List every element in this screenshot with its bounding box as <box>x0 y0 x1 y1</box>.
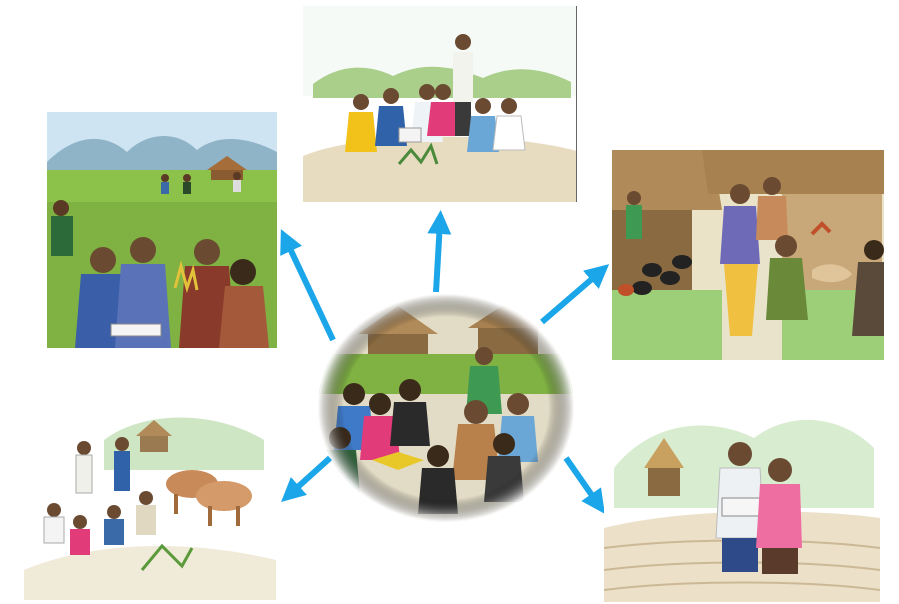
arrow-up-right <box>540 264 610 325</box>
cattle-group-illustration <box>14 400 276 600</box>
field-reading-illustration <box>604 398 880 602</box>
seed-discussion-illustration <box>303 6 577 202</box>
arrow-up <box>427 210 452 293</box>
arrow-down-left <box>281 455 333 503</box>
field-consultation-illustration <box>47 112 277 348</box>
arrow-down-right <box>563 456 605 514</box>
livestock-market-illustration <box>612 150 884 360</box>
arrow-up-left <box>280 229 336 342</box>
village-meeting-illustration <box>318 294 574 522</box>
